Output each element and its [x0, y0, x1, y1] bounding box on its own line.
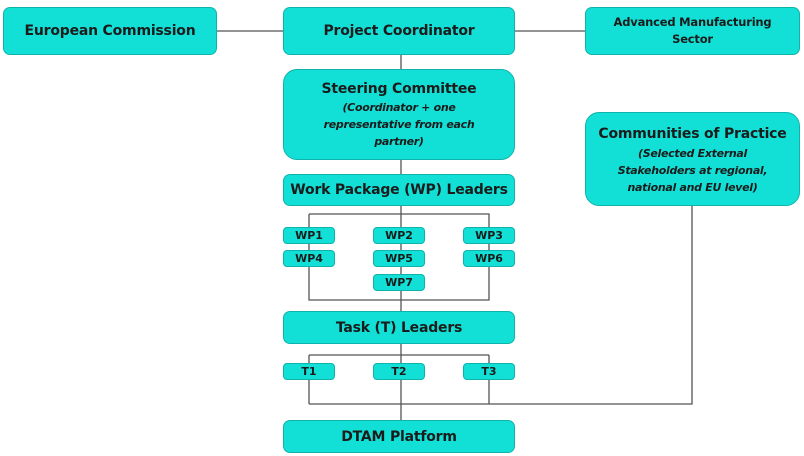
node-subtitle: (Selected External [638, 146, 747, 160]
node-label: Project Coordinator [323, 23, 475, 39]
node-task-leaders: Task (T) Leaders [283, 311, 515, 344]
node-wp2: WP2 [373, 227, 425, 244]
node-wp1: WP1 [283, 227, 335, 244]
node-title: Steering Committee [321, 81, 477, 97]
node-subtitle: (Coordinator + one [342, 101, 456, 114]
node-label: Work Package (WP) Leaders [290, 182, 508, 198]
node-subtitle: national and EU level) [627, 180, 758, 194]
node-label: Sector [672, 32, 713, 46]
node-label: Task (T) Leaders [335, 319, 463, 336]
node-label: WP5 [385, 252, 413, 265]
node-dtam-platform: DTAM Platform [283, 420, 515, 453]
node-advanced-manufacturing-sector: Advanced Manufacturing Sector [585, 7, 800, 55]
node-label: WP1 [295, 229, 323, 242]
node-wp3: WP3 [463, 227, 515, 244]
node-label: WP7 [385, 276, 413, 289]
node-project-coordinator: Project Coordinator [283, 7, 515, 55]
node-label: T2 [391, 365, 407, 378]
node-wp5: WP5 [373, 250, 425, 267]
node-t1: T1 [283, 363, 335, 380]
node-communities-of-practice: Communities of Practice (Selected Extern… [585, 112, 800, 206]
node-wp4: WP4 [283, 250, 335, 267]
node-label: DTAM Platform [341, 428, 457, 445]
node-t2: T2 [373, 363, 425, 380]
node-steering-committee: Steering Committee (Coordinator + one re… [283, 69, 515, 160]
node-label: European Commission [24, 23, 196, 39]
node-wp7: WP7 [373, 274, 425, 291]
node-wp6: WP6 [463, 250, 515, 267]
node-wp-leaders: Work Package (WP) Leaders [283, 174, 515, 206]
node-label: T1 [301, 365, 317, 378]
node-subtitle: partner) [374, 135, 424, 148]
node-label: WP2 [385, 229, 413, 242]
node-label: T3 [481, 365, 497, 378]
node-subtitle: representative from each [323, 118, 475, 131]
connector-cop-tasks [309, 206, 693, 405]
connector-wp-frame [308, 213, 490, 301]
node-label: Advanced Manufacturing [613, 15, 772, 29]
node-european-commission: European Commission [3, 7, 217, 55]
node-label: WP3 [475, 229, 503, 242]
node-subtitle: Stakeholders at regional, [617, 163, 768, 177]
node-title: Communities of Practice [598, 125, 787, 142]
node-label: WP6 [475, 252, 503, 265]
node-label: WP4 [295, 252, 323, 265]
node-t3: T3 [463, 363, 515, 380]
